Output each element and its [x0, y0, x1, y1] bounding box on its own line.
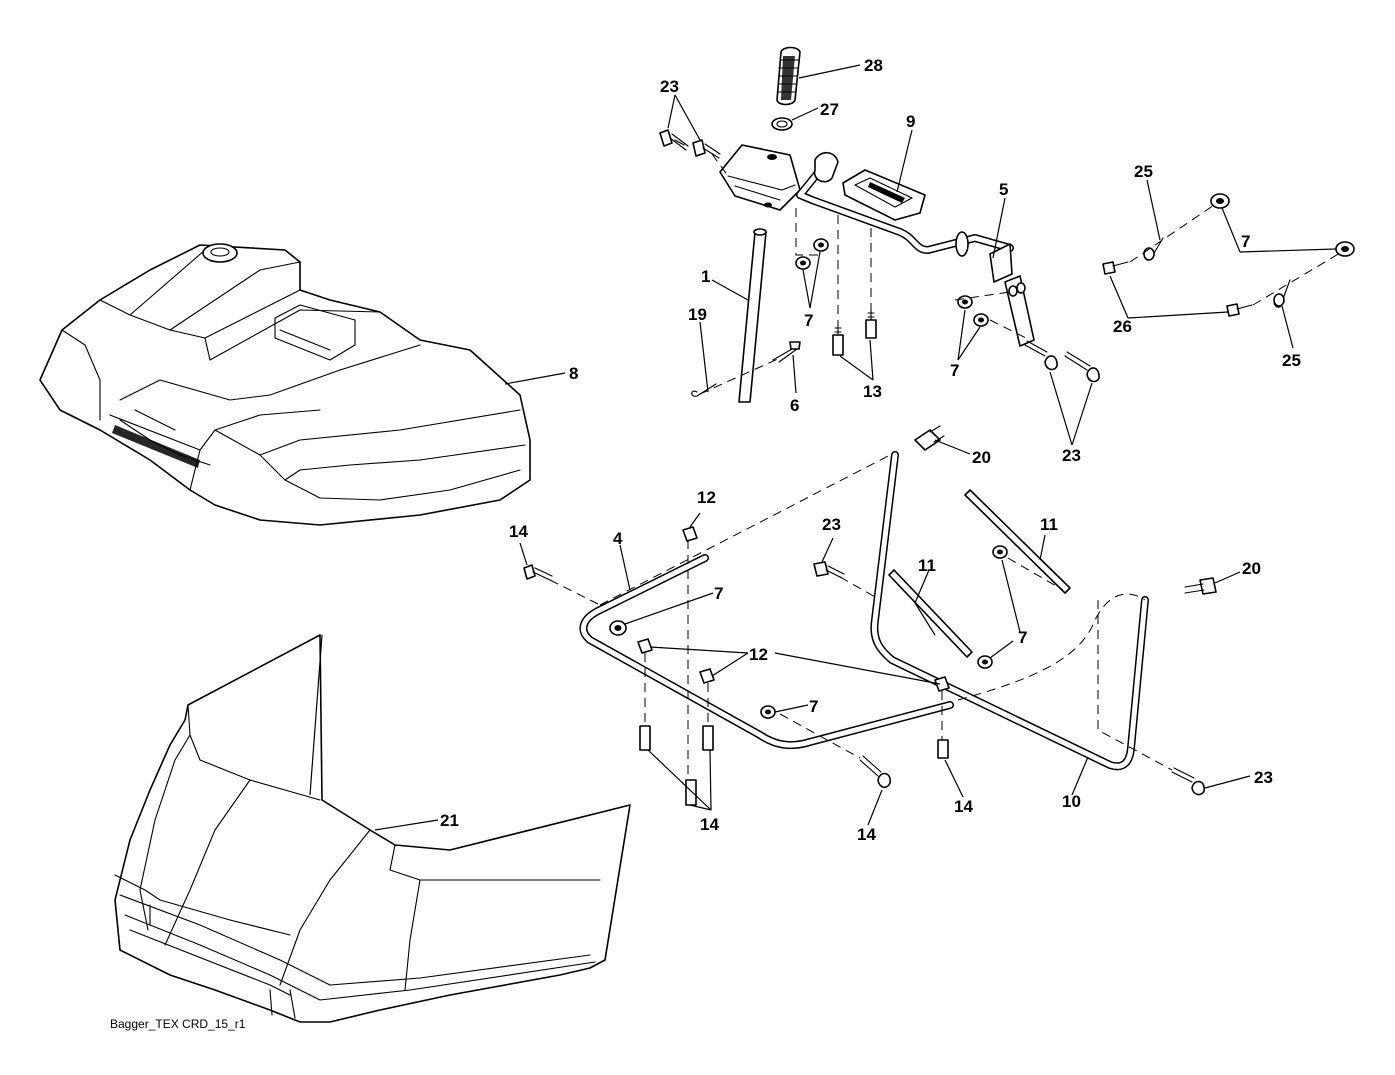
- callout-labels: 28 27 23 9 5 25 7 26 25 1 19 7 13 6 7 23…: [110, 56, 1301, 1031]
- callout-1: 1: [701, 267, 710, 286]
- callout-6: 6: [790, 396, 799, 415]
- bagger-frame: [523, 425, 1217, 806]
- callout-23: 23: [660, 77, 679, 96]
- callout-14: 14: [700, 815, 719, 834]
- callout-7: 7: [1018, 628, 1027, 647]
- callout-10: 10: [1062, 792, 1081, 811]
- callout-5: 5: [999, 180, 1008, 199]
- callout-12: 12: [697, 488, 716, 507]
- callout-11: 11: [1040, 515, 1058, 534]
- callout-13: 13: [863, 382, 882, 401]
- callout-7: 7: [1241, 232, 1250, 251]
- callout-23: 23: [1062, 446, 1081, 465]
- assembly-lines: [549, 153, 1346, 780]
- callout-7: 7: [950, 361, 959, 380]
- callout-28: 28: [864, 56, 883, 75]
- callout-14: 14: [857, 825, 876, 844]
- handle-assembly: [659, 46, 1100, 403]
- callout-7: 7: [804, 311, 813, 330]
- callout-14: 14: [954, 797, 973, 816]
- top-cover-part: [39, 243, 531, 526]
- callout-9: 9: [906, 112, 915, 131]
- callout-7: 7: [809, 697, 818, 716]
- callout-26: 26: [1113, 317, 1132, 336]
- callout-27: 27: [820, 100, 839, 119]
- callout-20: 20: [1242, 559, 1261, 578]
- leader-lines: [309, 64, 1337, 831]
- callout-11: 11: [918, 556, 936, 575]
- callout-7: 7: [714, 584, 723, 603]
- callout-20: 20: [972, 448, 991, 467]
- callout-14: 14: [509, 522, 528, 541]
- callout-19: 19: [688, 305, 707, 324]
- latch-hardware: [1102, 193, 1355, 317]
- callout-23: 23: [1254, 768, 1273, 787]
- callout-25: 25: [1134, 162, 1153, 181]
- callout-21: 21: [440, 811, 459, 830]
- callout-23: 23: [822, 515, 841, 534]
- callout-12: 12: [749, 645, 768, 664]
- callout-4: 4: [613, 529, 623, 548]
- callout-8: 8: [569, 364, 578, 383]
- callout-25: 25: [1282, 351, 1301, 370]
- grass-bag-part: [114, 634, 631, 1023]
- drawing-reference: Bagger_TEX CRD_15_r1: [110, 1017, 246, 1031]
